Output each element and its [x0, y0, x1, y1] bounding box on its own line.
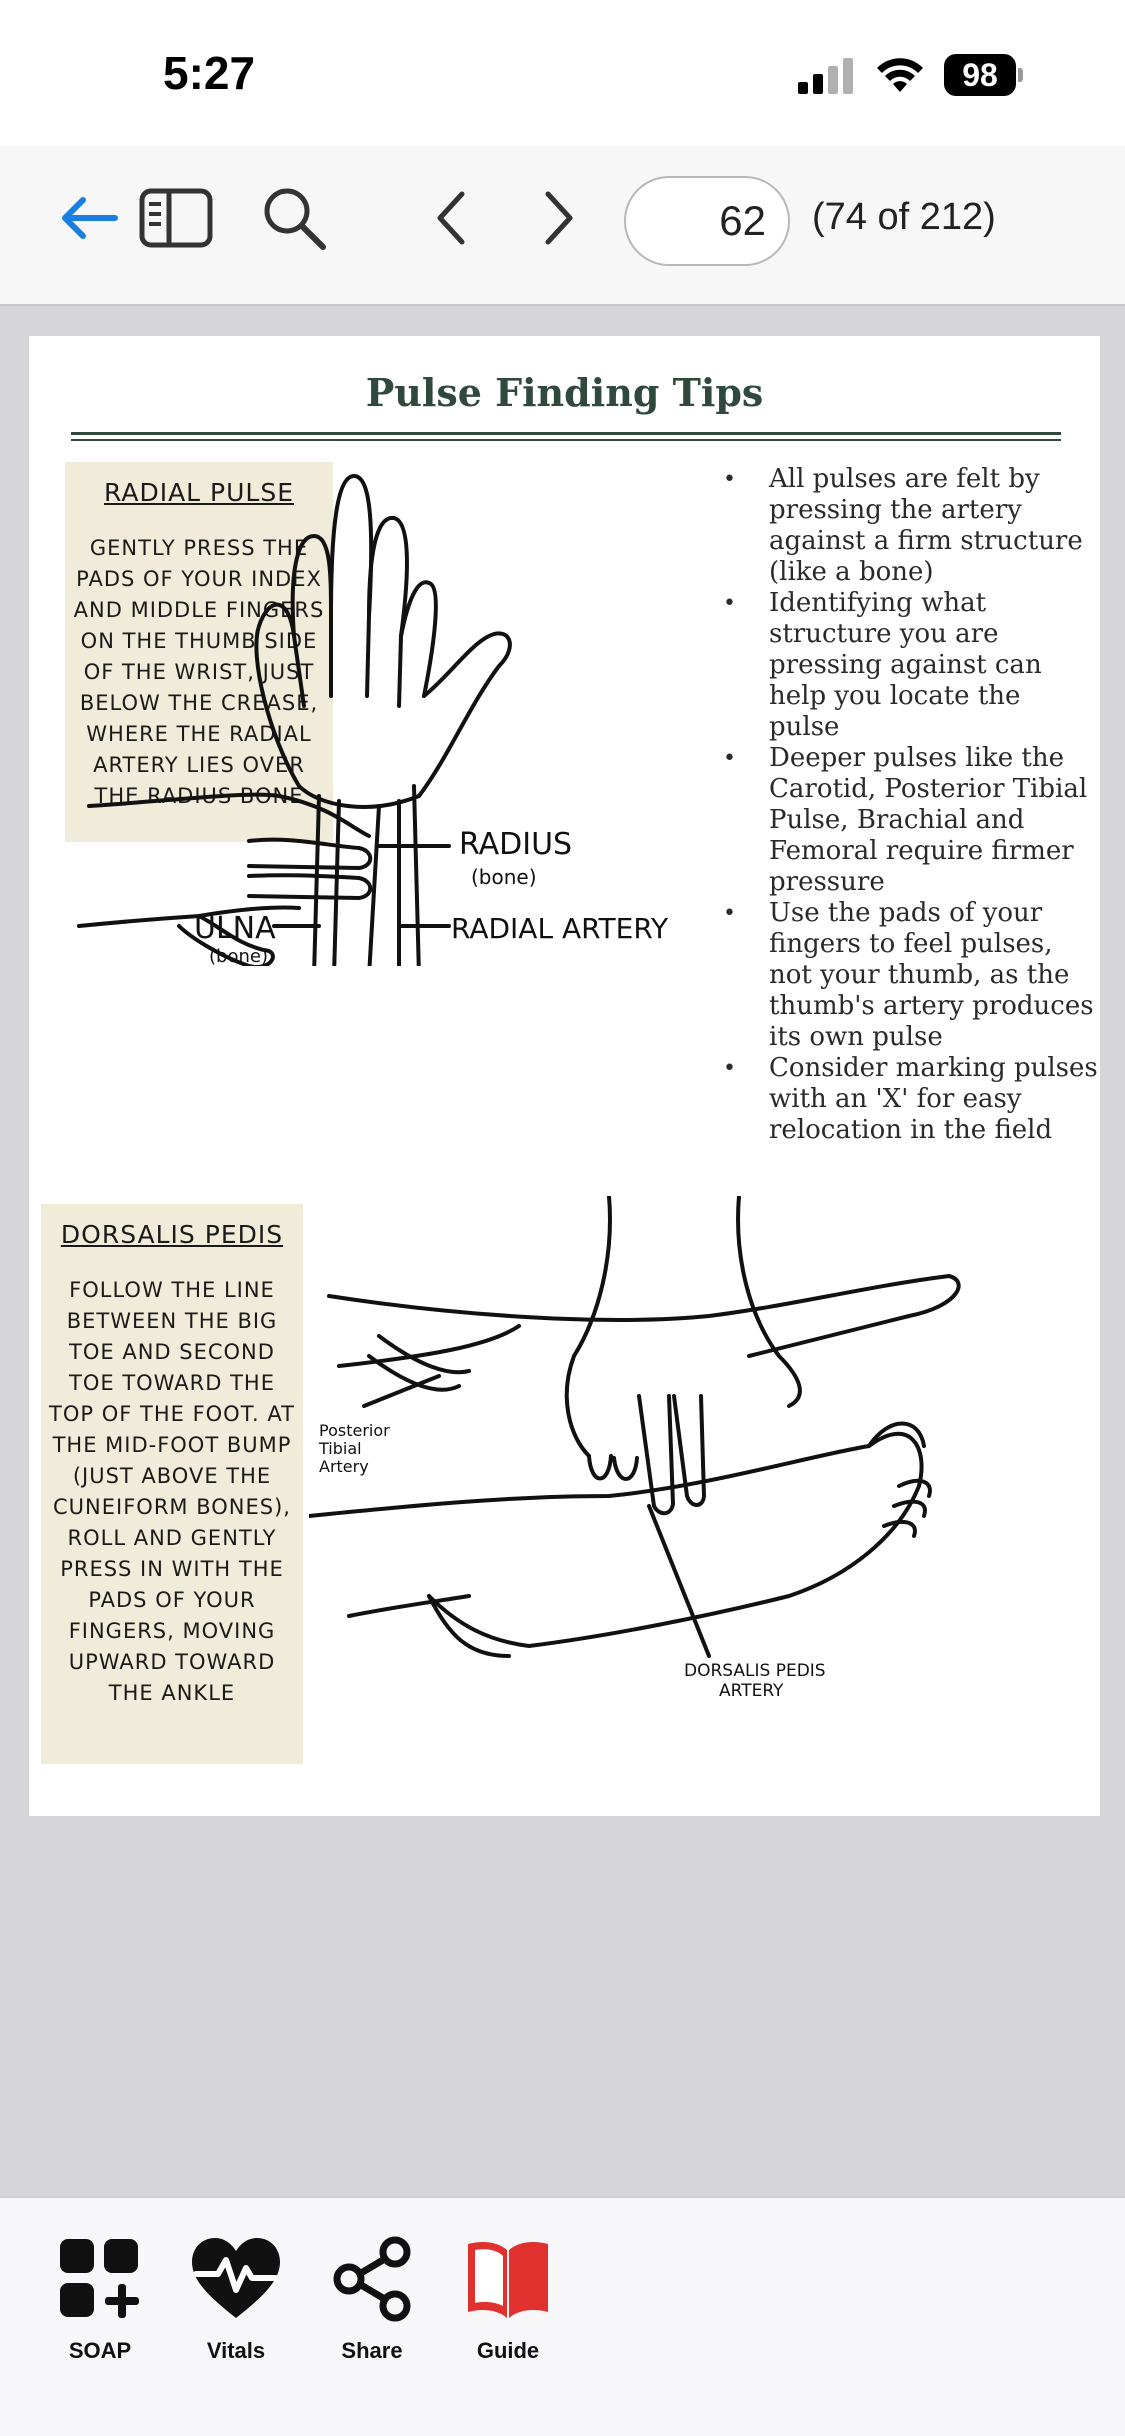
cellular-signal-icon	[798, 58, 853, 94]
dorsalis-pedis-artery-label-1: DORSALIS PEDIS	[684, 1661, 826, 1681]
chevron-left-icon	[437, 191, 465, 245]
radial-artery-label: RADIAL ARTERY	[451, 912, 669, 945]
radial-pulse-illustration: RADIUS (bone) ULNA (bone) RADIAL ARTERY	[77, 474, 669, 966]
radius-sub-label: (bone)	[471, 865, 537, 889]
battery-level: 98	[944, 54, 1016, 96]
page-title: Pulse Finding Tips	[365, 370, 764, 415]
list-item: All pulses are felt by pressing the arte…	[719, 464, 1099, 588]
status-bar: 5:27 98	[0, 0, 1125, 146]
sidebar-icon	[139, 188, 213, 248]
tab-guide[interactable]: Guide	[448, 2234, 568, 2374]
back-button[interactable]	[48, 178, 128, 258]
chevron-right-icon	[545, 191, 573, 245]
list-item: Deeper pulses like the Carotid, Posterio…	[719, 743, 1099, 898]
dorsalis-pedis-artery-label-2: ARTERY	[719, 1681, 784, 1701]
radial-pulse-heading: RADIAL PULSE	[103, 478, 295, 507]
battery-icon: 98	[944, 54, 1024, 96]
title-divider	[71, 432, 1061, 435]
posterior-tibial-label-1: Posterior	[319, 1421, 390, 1440]
next-page-button[interactable]	[520, 178, 600, 258]
list-item: Identifying what structure you are press…	[719, 588, 1099, 743]
tab-label-vitals: Vitals	[206, 2338, 266, 2363]
page-number-input[interactable]: 62	[624, 176, 790, 266]
tab-label-soap: SOAP	[68, 2338, 132, 2363]
back-arrow-icon	[62, 197, 118, 239]
previous-page-button[interactable]	[410, 178, 490, 258]
list-item: Use the pads of your fingers to feel pul…	[719, 898, 1099, 1053]
list-item: Consider marking pulses with an 'X' for …	[719, 1053, 1099, 1146]
reader-toolbar: 62 (74 of 212)	[0, 146, 1125, 306]
dorsalis-pedis-text: FOLLOW THE LINE BETWEEN THE BIG TOE AND …	[49, 1278, 295, 1705]
soap-grid-plus-icon	[60, 2239, 139, 2318]
tips-list: All pulses are felt by pressing the arte…	[719, 464, 1099, 1146]
ulna-label: ULNA	[194, 911, 276, 946]
share-icon	[333, 2236, 411, 2322]
dorsalis-pedis-heading: DORSALIS PEDIS	[60, 1220, 284, 1249]
dorsalis-pedis-illustration: Posterior Tibial Artery DORSALIS PEDIS A…	[309, 1196, 961, 1701]
page-count: (74 of 212)	[812, 196, 996, 238]
ulna-sub-label: (bone)	[209, 946, 268, 966]
tab-label-share: Share	[341, 2338, 403, 2363]
tab-soap[interactable]: SOAP	[40, 2234, 160, 2374]
toc-sidebar-button[interactable]	[136, 178, 216, 258]
tab-share[interactable]: Share	[312, 2234, 432, 2374]
search-button[interactable]	[254, 178, 334, 258]
tab-label-guide: Guide	[476, 2338, 540, 2363]
document-page: Pulse Finding Tips RADIAL PULSE GENTLY P…	[29, 336, 1100, 1816]
wifi-icon	[877, 58, 923, 92]
search-icon	[264, 188, 326, 250]
bottom-tab-bar: SOAP Vitals Share Guide	[0, 2196, 1125, 2436]
radius-label: RADIUS	[459, 827, 572, 862]
posterior-tibial-label-2: Tibial	[318, 1439, 362, 1458]
status-time: 5:27	[163, 47, 256, 99]
book-icon	[468, 2242, 548, 2318]
posterior-tibial-label-3: Artery	[319, 1457, 369, 1476]
tab-vitals[interactable]: Vitals	[176, 2234, 296, 2374]
heart-pulse-icon	[192, 2238, 280, 2318]
dorsalis-pedis-note: DORSALIS PEDIS FOLLOW THE LINE BETWEEN T…	[41, 1204, 303, 1764]
